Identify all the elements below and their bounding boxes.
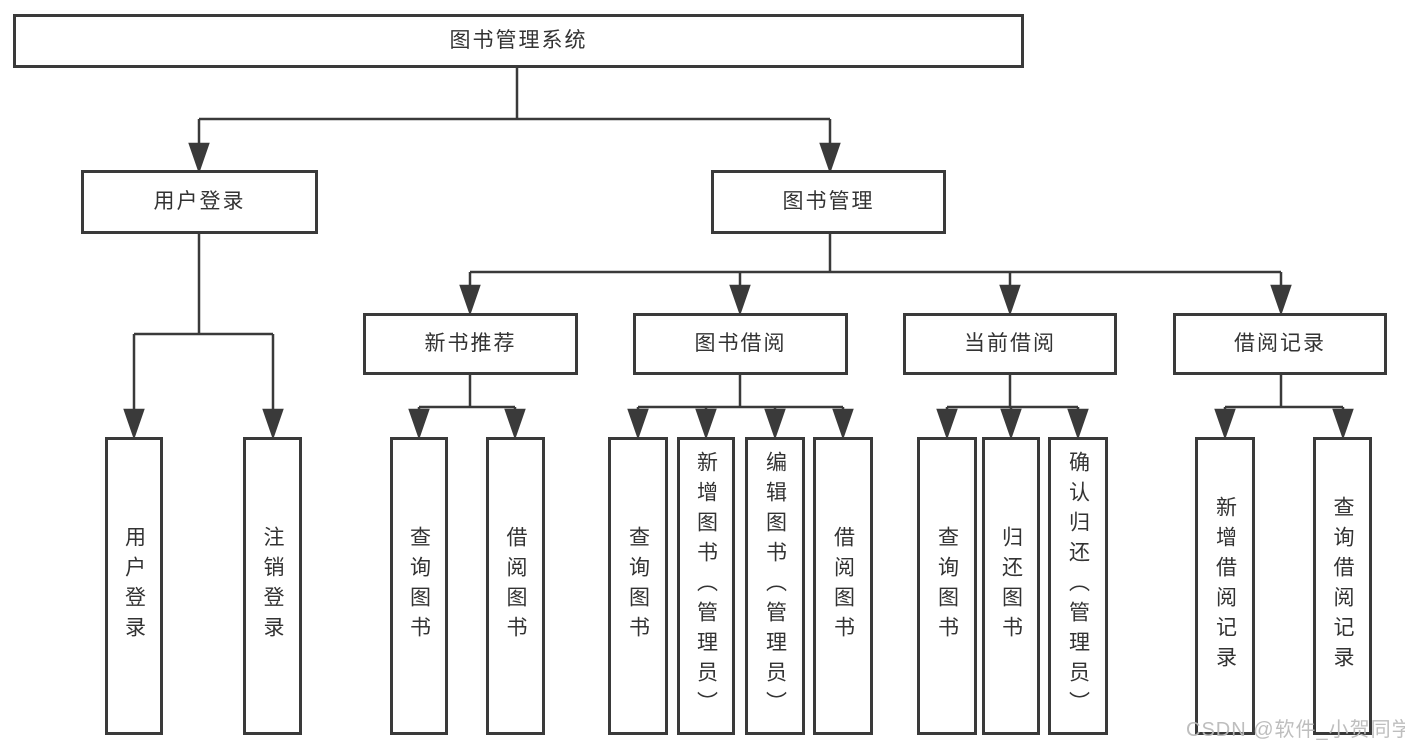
arrowhead-icon [459,284,481,316]
leaf-user-login: 用户登录 [105,437,163,735]
leaf-confirm-return-admin: 确认归还（管理员） [1048,437,1108,735]
connector-current-to-leaves [936,375,1089,440]
arrowhead-icon [1332,408,1354,440]
leaf-borrow-books-2: 借阅图书 [813,437,873,735]
arrowhead-icon [1214,408,1236,440]
leaf-add-books-admin: 新增图书（管理员） [677,437,735,735]
connector-borrowing-to-leaves [627,375,854,440]
arrowhead-icon [1270,284,1292,316]
arrowhead-icon [695,408,717,440]
node-new-book-recommend: 新书推荐 [363,313,578,375]
arrowhead-icon [729,284,751,316]
connector-newbooks-to-leaves [408,375,526,440]
arrowhead-icon [627,408,649,440]
node-book-borrowing: 图书借阅 [633,313,848,375]
leaf-return-books: 归还图书 [982,437,1040,735]
leaf-add-borrow-record: 新增借阅记录 [1195,437,1255,735]
arrowhead-icon [819,142,841,174]
node-current-borrowing: 当前借阅 [903,313,1117,375]
arrowhead-icon [188,142,210,174]
leaf-query-books-3: 查询图书 [917,437,977,735]
connector-records-to-leaves [1214,375,1354,440]
arrowhead-icon [1000,408,1022,440]
leaf-query-borrow-record: 查询借阅记录 [1313,437,1372,735]
node-root: 图书管理系统 [13,14,1024,68]
node-user-login: 用户登录 [81,170,318,234]
arrowhead-icon [999,284,1021,316]
watermark: CSDN @软件_小贺同学 [1186,719,1405,741]
node-borrow-records: 借阅记录 [1173,313,1387,375]
connector-root-to-level2 [188,68,841,174]
arrowhead-icon [764,408,786,440]
node-book-management: 图书管理 [711,170,946,234]
arrowhead-icon [1067,408,1089,440]
leaf-borrow-books-1: 借阅图书 [486,437,545,735]
arrowhead-icon [408,408,430,440]
arrowhead-icon [262,408,284,440]
connector-userlogin-to-leaves [123,233,284,440]
arrowhead-icon [504,408,526,440]
connector-bookmgmt-to-level3 [459,233,1292,316]
arrowhead-icon [936,408,958,440]
leaf-query-books-2: 查询图书 [608,437,668,735]
arrowhead-icon [832,408,854,440]
leaf-edit-books-admin: 编辑图书（管理员） [745,437,805,735]
leaf-query-books-1: 查询图书 [390,437,448,735]
leaf-logout: 注销登录 [243,437,302,735]
arrowhead-icon [123,408,145,440]
